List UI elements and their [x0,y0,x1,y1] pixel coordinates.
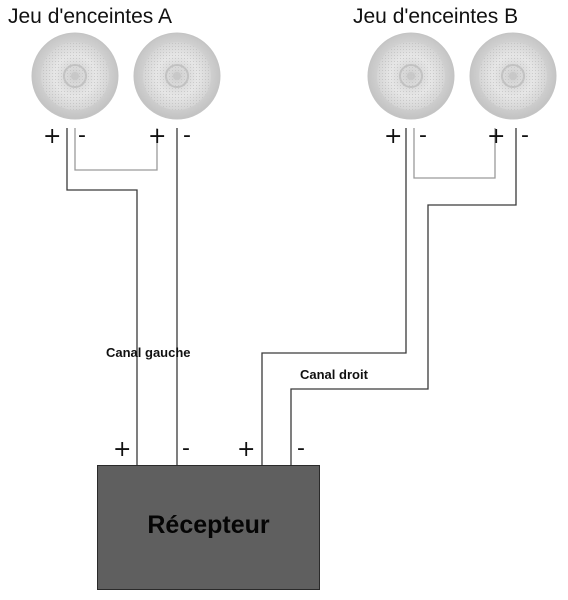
receiver-box: Récepteur [97,465,320,590]
bridge-wire-a [74,128,158,171]
right-channel-positive-wire [261,128,407,465]
speaker-b-right [469,32,557,120]
receiver-label: Récepteur [147,511,270,539]
speaker-a-right-negative-sign: - [183,123,191,148]
speaker-b-left-negative-sign: - [419,123,427,148]
speaker-set-a-title: Jeu d'enceintes A [8,5,172,28]
speaker-b-left [367,32,455,120]
receiver-right-positive-sign: + [237,437,256,462]
left-channel-positive-wire [66,128,138,465]
speaker-a-right [133,32,221,120]
bridge-wire-b [413,128,496,179]
right-channel-label: Canal droit [300,367,368,382]
right-channel-negative-wire [290,128,517,465]
speaker-a-right-positive-sign: + [148,124,167,149]
receiver-right-negative-sign: - [297,436,305,461]
speaker-b-left-positive-sign: + [384,124,403,149]
speaker-set-b-title: Jeu d'enceintes B [353,5,519,28]
left-channel-label: Canal gauche [106,345,191,360]
speaker-b-right-negative-sign: - [521,123,529,148]
speaker-a-left-negative-sign: - [78,123,86,148]
receiver-left-positive-sign: + [113,437,132,462]
receiver-left-negative-sign: - [182,436,190,461]
speaker-a-left-positive-sign: + [43,124,62,149]
speaker-b-right-positive-sign: + [487,124,506,149]
speaker-a-left [31,32,119,120]
